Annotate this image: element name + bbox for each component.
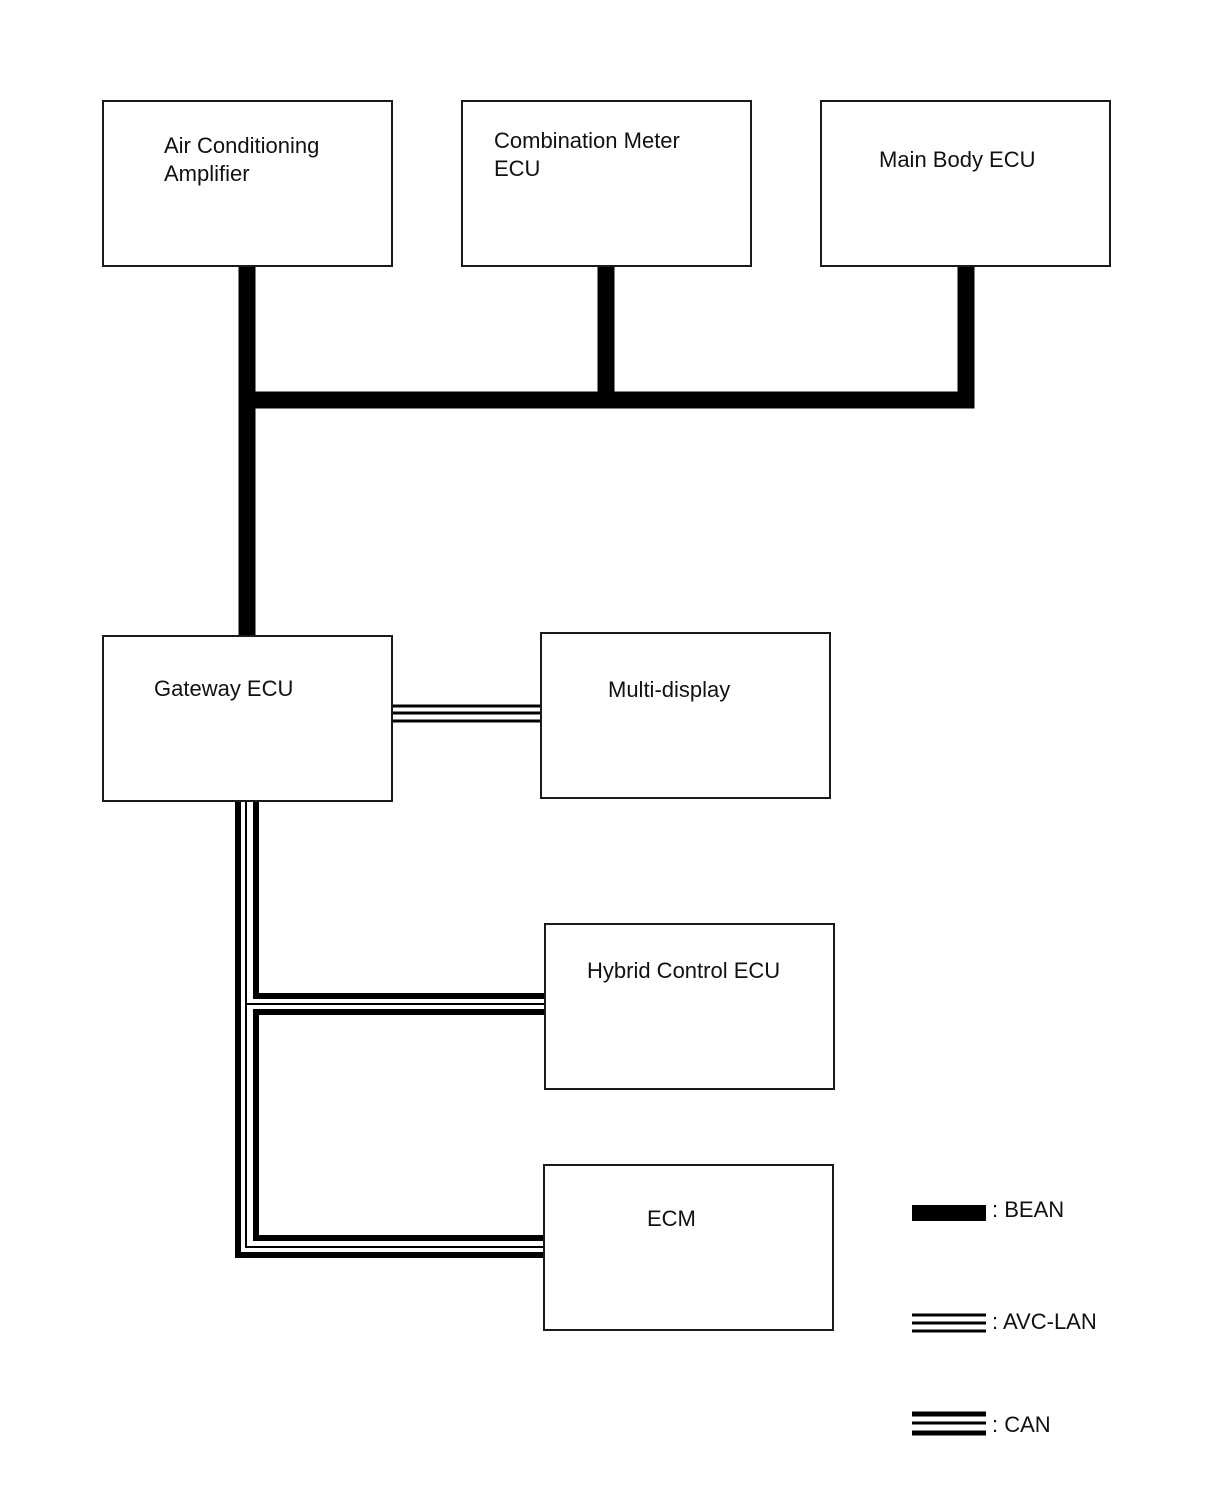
ac-amplifier-box: Air Conditioning Amplifier (102, 100, 393, 267)
hybrid-control-ecu-box: Hybrid Control ECU (544, 923, 835, 1090)
can-bus (235, 802, 545, 1258)
can-line-inner-hybrid (253, 802, 545, 999)
multi-display-label: Multi-display (608, 677, 731, 702)
ecm-label: ECM (647, 1206, 696, 1231)
legend-bean-label: : BEAN (992, 1197, 1065, 1222)
hybrid-control-ecu-label: Hybrid Control ECU (587, 958, 781, 983)
bean-bus (238, 266, 975, 636)
legend-can-sample (912, 1411, 986, 1436)
main-body-ecu-label: Main Body ECU (879, 147, 1036, 172)
legend-avc-lan-sample (912, 1313, 986, 1333)
legend-avc-lan-label: : AVC-LAN (992, 1309, 1097, 1334)
legend-samples (912, 1205, 986, 1436)
legend-can-label: : CAN (992, 1412, 1051, 1437)
gateway-ecu-box: Gateway ECU (102, 635, 393, 802)
main-body-ecu-box: Main Body ECU (820, 100, 1111, 267)
can-line-outer (235, 802, 545, 1258)
can-line-middle (245, 802, 545, 1248)
multi-display-box: Multi-display (540, 632, 831, 799)
gateway-ecu-label: Gateway ECU (154, 676, 294, 701)
combination-meter-box: Combination Meter ECU (461, 100, 752, 267)
combination-meter-label: Combination Meter ECU (494, 128, 680, 181)
bean-line-trunk (247, 266, 975, 409)
avc-lan-link (392, 704, 541, 723)
ecm-box: ECM (543, 1164, 834, 1331)
can-line-inner-ecm (253, 1009, 545, 1241)
ac-amplifier-label: Air Conditioning Amplifier (164, 133, 320, 186)
